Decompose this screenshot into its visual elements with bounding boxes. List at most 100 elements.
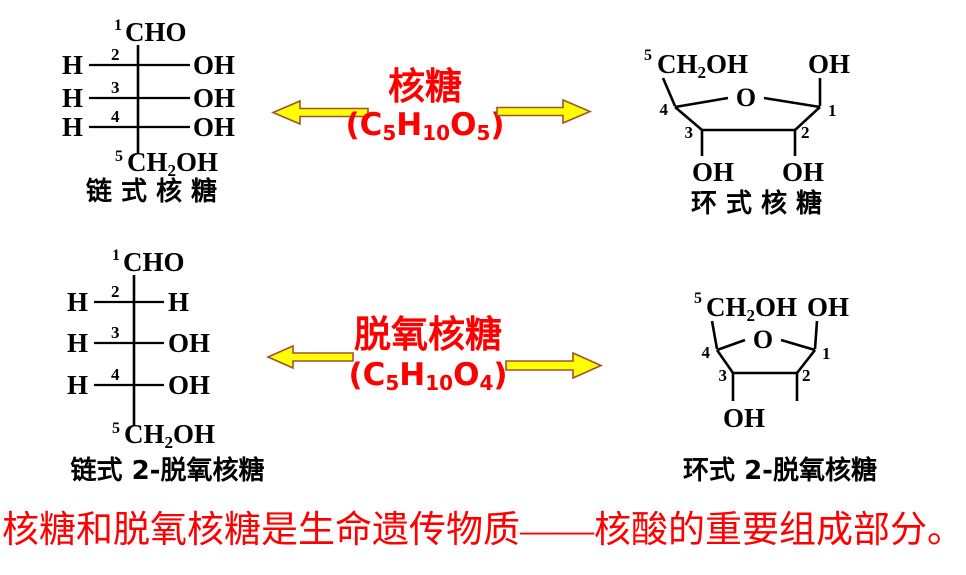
- c5-main: CH: [706, 292, 747, 322]
- arrow-right-shape: [496, 98, 592, 125]
- c1-number: 1: [822, 344, 831, 363]
- c2-number: 2: [111, 282, 120, 301]
- c2-number: 2: [802, 366, 811, 385]
- c4-o-bond: [674, 96, 729, 109]
- arrow-right-icon: [505, 351, 603, 380]
- c4-number: 4: [111, 107, 120, 126]
- ring-oxygen: O: [736, 83, 756, 112]
- c2-right-atom: OH: [193, 50, 235, 80]
- c4-left-atom: H: [62, 112, 83, 142]
- formula-part: O: [453, 357, 480, 393]
- carbon5-number: 5: [694, 290, 702, 307]
- formula-sub: 5: [476, 121, 491, 145]
- c1-number: 1: [828, 101, 837, 120]
- c5-tail: OH: [176, 147, 218, 177]
- formula-sub: 5: [385, 371, 400, 395]
- carbon1-number: 1: [114, 17, 122, 34]
- ribose-ring-caption: 环式核糖: [690, 189, 831, 219]
- carbon4-row: 4 H OH: [67, 365, 210, 400]
- c5-subscript: 2: [168, 161, 177, 180]
- c4-number: 4: [660, 100, 669, 119]
- carbon5-number: 5: [115, 148, 123, 165]
- arrow-right-shape: [505, 351, 603, 380]
- carbon2-row: 2 H OH: [62, 45, 235, 80]
- ribose-formula: (C5H10O5): [315, 107, 535, 144]
- carbon5-number: 5: [644, 47, 652, 64]
- c5-tail: OH: [706, 49, 748, 79]
- deoxyribose-formula: (C5H10O4): [318, 357, 538, 394]
- formula-part: (C: [345, 107, 383, 143]
- c4-c3-bond: [715, 349, 735, 374]
- ribose-chain-structure: 1 CHO 2 H OH 3 H OH 4 H OH 5 CH2OH: [62, 17, 235, 180]
- c5-c4-bond: [661, 77, 677, 107]
- deoxyribose-chain-structure: 1 CHO 2 H H 3 H OH 4 H OH 5 CH2OH: [67, 247, 215, 449]
- carbon3-row: 3 H OH: [62, 78, 235, 113]
- arrow-left-shape: [266, 344, 354, 370]
- ribose-ring-structure: 5 CH2OH OH O 4 1 3 2 OH OH: [644, 47, 850, 187]
- carbon1-group: CHO: [125, 17, 187, 47]
- formula-part: O: [450, 107, 477, 143]
- arrow-right-icon: [496, 98, 592, 125]
- deoxyribose-name: 脱氧核糖: [354, 313, 502, 356]
- carbon4-row: 4 H OH: [62, 107, 235, 142]
- formula-part: ): [490, 107, 505, 143]
- formula-part: ): [493, 357, 508, 393]
- c3-hydroxyl: OH: [692, 157, 734, 187]
- carbon5-number: 5: [112, 420, 120, 437]
- c1-hydroxyl-top: OH: [808, 49, 850, 79]
- formula-sub: 4: [479, 371, 494, 395]
- c2-left-atom: H: [62, 50, 83, 80]
- c3-hydroxyl: OH: [723, 403, 765, 433]
- carbon5-group: CH2OH: [124, 419, 215, 449]
- c4-right-atom: OH: [168, 370, 210, 400]
- ring-oxygen: O: [753, 325, 773, 354]
- formula-sub: 10: [422, 121, 451, 145]
- c2-left-atom: H: [67, 287, 88, 317]
- formula-part: (C: [348, 357, 386, 393]
- c5-subscript: 2: [165, 433, 174, 449]
- c5-subscript: 2: [747, 306, 756, 325]
- o-c1-bond: [763, 96, 821, 109]
- ribose-name: 核糖: [388, 65, 462, 108]
- c4-number: 4: [702, 343, 711, 362]
- c2-c1-bond: [794, 106, 821, 131]
- c3-right-atom: OH: [193, 83, 235, 113]
- carbon5-group: CH2OH: [127, 147, 218, 180]
- carbon5-group: CH2OH: [657, 49, 748, 82]
- ribose-chain-caption: 链式核糖: [85, 177, 226, 207]
- carbon3-row: 3 H OH: [67, 323, 210, 358]
- c5-tail: OH: [755, 292, 797, 322]
- formula-part: H: [396, 107, 423, 143]
- c2-number: 2: [111, 45, 120, 64]
- oh-c1-bond: [813, 320, 819, 350]
- formula-sub: 5: [382, 121, 397, 145]
- c4-o-bond: [716, 338, 746, 352]
- c5-tail: OH: [173, 419, 215, 449]
- c3-left-atom: H: [62, 83, 83, 113]
- o-c1-bond: [780, 338, 816, 352]
- formula-part: H: [399, 357, 426, 393]
- summary-sentence: 核糖和脱氧核糖是生命遗传物质——核酸的重要组成部分。: [2, 510, 964, 551]
- c3-number: 3: [111, 78, 120, 97]
- carbon1-group: CHO: [123, 247, 185, 277]
- arrow-left-shape: [271, 99, 369, 126]
- carbon1-number: 1: [112, 247, 120, 264]
- arrow-left-icon: [271, 99, 369, 126]
- c3-number: 3: [719, 366, 728, 385]
- deoxyribose-ring-structure: 5 CH2OH OH O 4 1 3 2 OH: [694, 290, 849, 433]
- c2-number: 2: [801, 123, 810, 142]
- c3-right-atom: OH: [168, 328, 210, 358]
- c5-main: CH: [127, 147, 168, 177]
- c5-c4-bond: [710, 320, 719, 350]
- c3-number: 3: [685, 123, 694, 142]
- c2-c1-bond: [795, 349, 817, 374]
- c3-number: 3: [111, 323, 120, 342]
- deoxyribose-chain-caption: 链式 2-脱氧核糖: [70, 456, 265, 486]
- deoxyribose-ring-caption: 环式 2-脱氧核糖: [683, 456, 877, 486]
- c3-left-atom: H: [67, 328, 88, 358]
- c5-main: CH: [124, 419, 165, 449]
- c4-right-atom: OH: [193, 112, 235, 142]
- arrow-left-icon: [266, 344, 354, 370]
- carbon2-row: 2 H H: [67, 282, 189, 317]
- c2-right-atom: H: [168, 287, 189, 317]
